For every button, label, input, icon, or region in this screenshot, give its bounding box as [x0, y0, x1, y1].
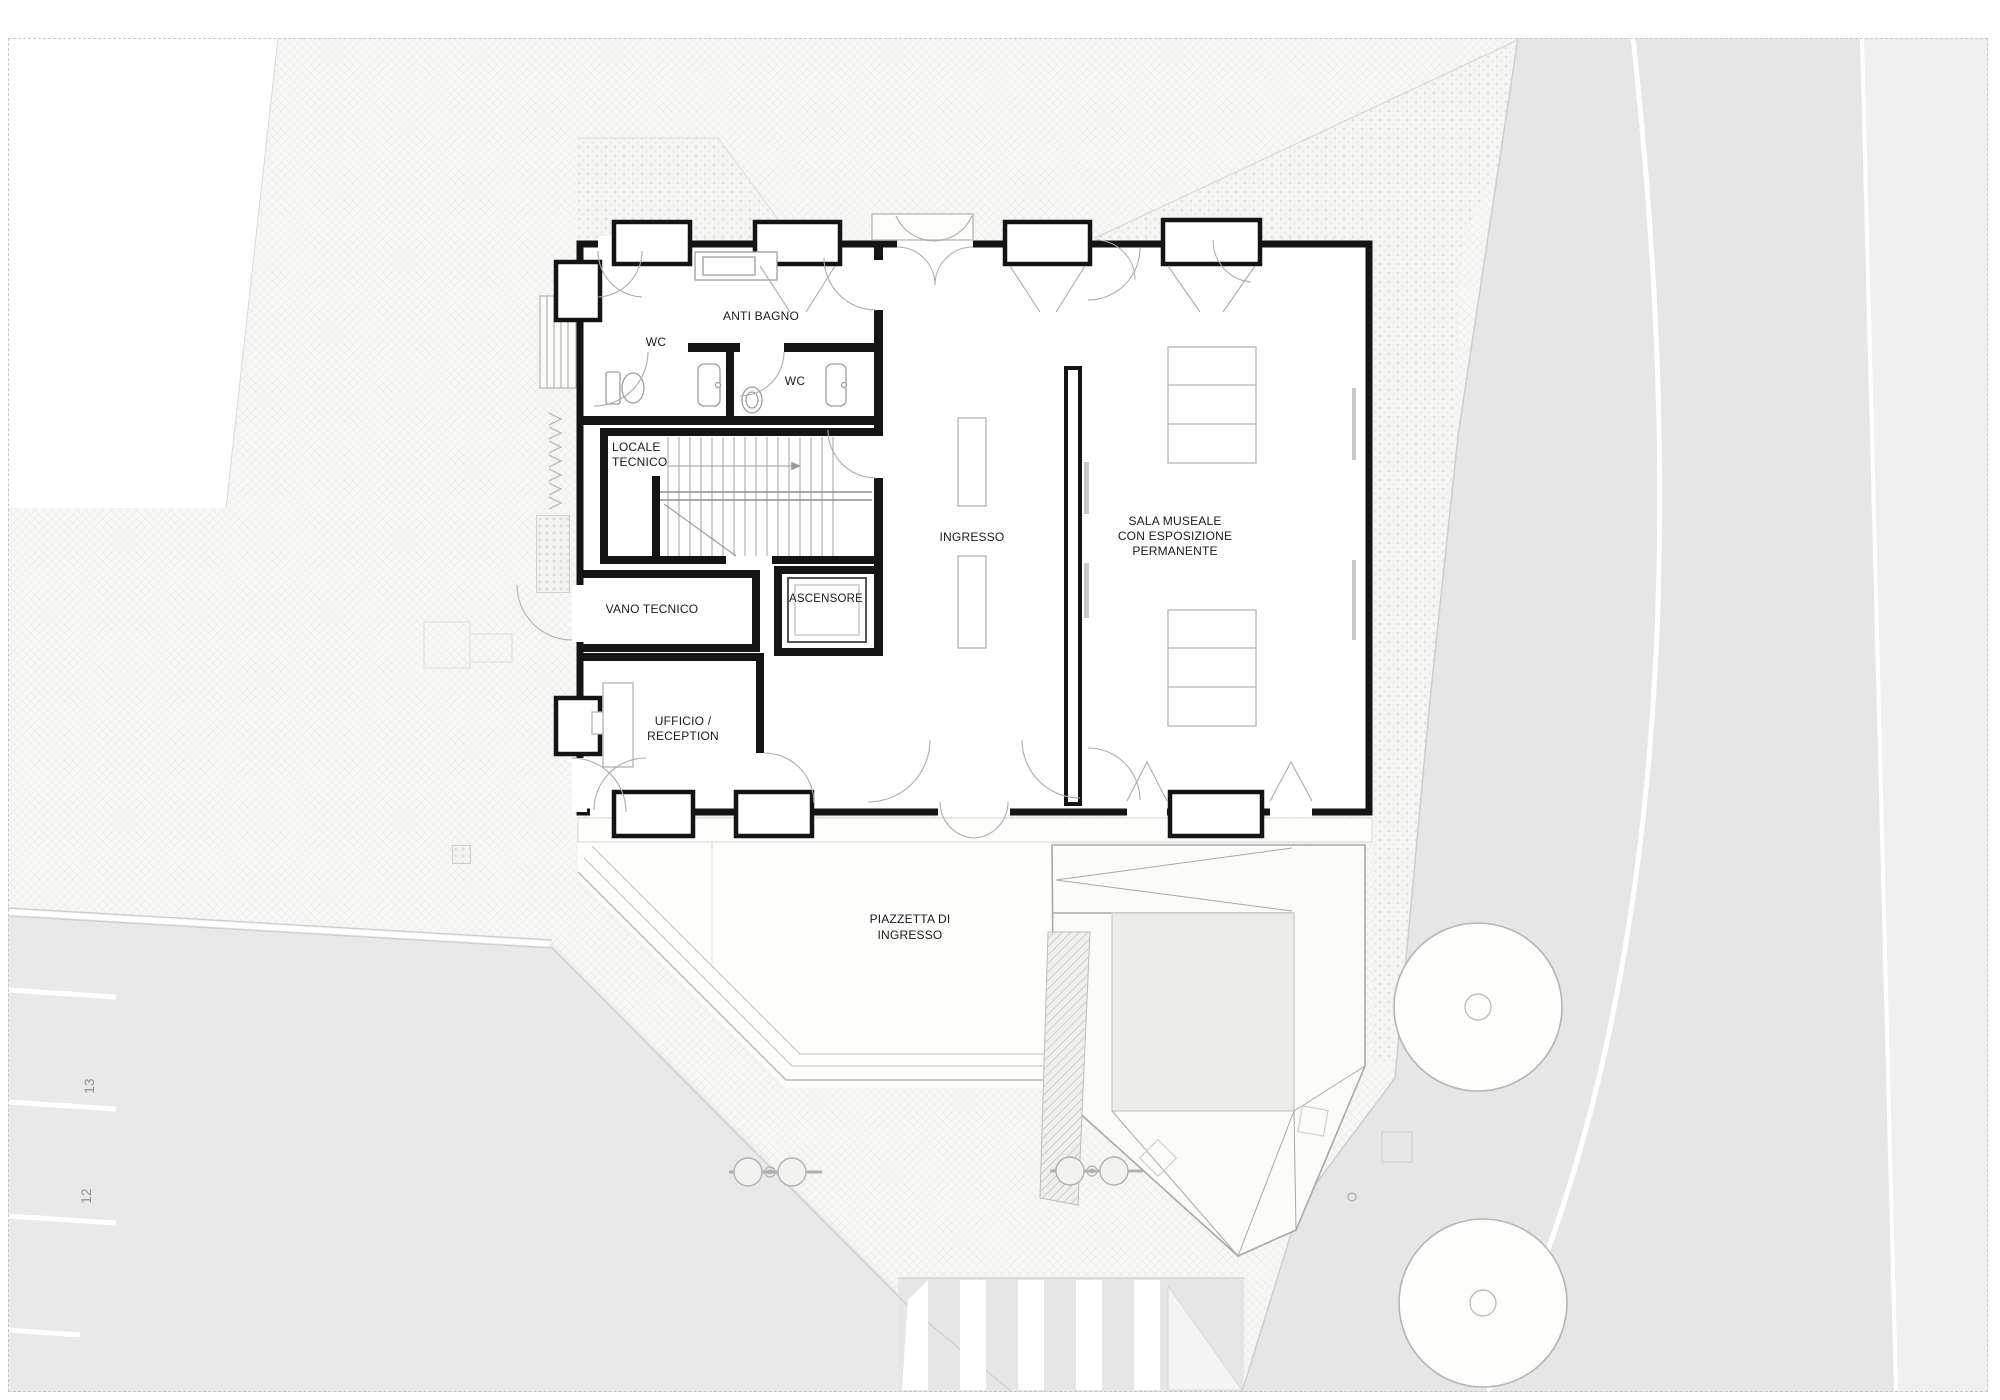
label-locale-tecnico-1: LOCALE: [612, 440, 661, 454]
label-ascensore: ASCENSORE: [788, 593, 864, 605]
label-sala-museale-3: PERMANENTE: [1132, 544, 1218, 558]
crosswalk: [898, 1277, 1244, 1391]
label-piazzetta-1: PIAZZETTA DI: [869, 912, 951, 926]
label-locale-tecnico-2: TECNICO: [612, 455, 668, 469]
label-parking-12: 12: [79, 1188, 94, 1204]
display-strips: [1084, 388, 1356, 640]
ramp-structure: [1039, 844, 1366, 1257]
west-exterior: [539, 295, 577, 510]
label-sala-museale-2: CON ESPOSIZIONE: [1117, 529, 1233, 543]
north-entrance-porch: [871, 213, 974, 241]
label-ufficio-1: UFFICIO /: [654, 714, 712, 728]
fixtures: [605, 251, 848, 414]
display-cases: [1167, 346, 1257, 727]
label-vano-tecnico: VANO TECNICO: [605, 602, 699, 616]
label-piazzetta-2: INGRESSO: [877, 928, 943, 942]
planter-southwest: [452, 845, 471, 864]
staircase: [660, 437, 872, 557]
label-parking-13: 13: [82, 1078, 97, 1094]
tree-circles: [1393, 922, 1568, 1388]
window-bays: [553, 217, 1265, 839]
furniture: [591, 346, 1257, 768]
label-sala-museale-1: SALA MUSEALE: [1128, 514, 1222, 528]
label-ingresso: INGRESSO: [939, 530, 1005, 544]
building: [516, 213, 1373, 839]
door-swings: [516, 215, 1313, 839]
label-ufficio-2: RECEPTION: [647, 729, 719, 743]
paving-features: [423, 621, 1413, 1202]
road-markings: [225, 37, 1898, 1394]
elevator-car: [787, 577, 867, 643]
label-anti-bagno: ANTI BAGNO: [722, 309, 800, 323]
bollards: [729, 1156, 1143, 1187]
partition-walls: [580, 244, 883, 753]
freestanding-wall: [1064, 366, 1082, 806]
label-wc-right: WC: [784, 374, 806, 388]
label-wc-left: WC: [645, 335, 667, 349]
planter-west: [536, 515, 570, 593]
